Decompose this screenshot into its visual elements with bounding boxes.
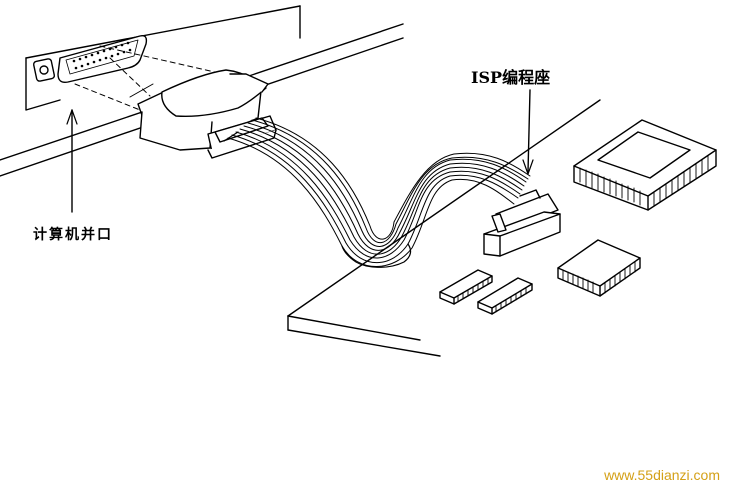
db25-port bbox=[32, 34, 148, 84]
db25-pins bbox=[72, 41, 132, 70]
isp-arrow bbox=[522, 89, 534, 175]
db25-connector bbox=[137, 69, 277, 159]
dip-chip-left bbox=[439, 269, 493, 305]
pc-parallel-port-label: 计算机并口 bbox=[33, 227, 113, 243]
isp-socket-label: ISP编程座 bbox=[471, 68, 551, 87]
watermark: www.55dianzi.com bbox=[604, 467, 720, 483]
plcc-chip-small bbox=[557, 239, 641, 297]
plcc-chip-large bbox=[573, 119, 717, 211]
pc-port-arrow bbox=[66, 109, 78, 213]
isp-socket bbox=[483, 189, 561, 257]
dip-chip-right bbox=[477, 277, 533, 315]
ribbon-cable bbox=[223, 117, 531, 268]
circuit-board bbox=[287, 99, 601, 357]
